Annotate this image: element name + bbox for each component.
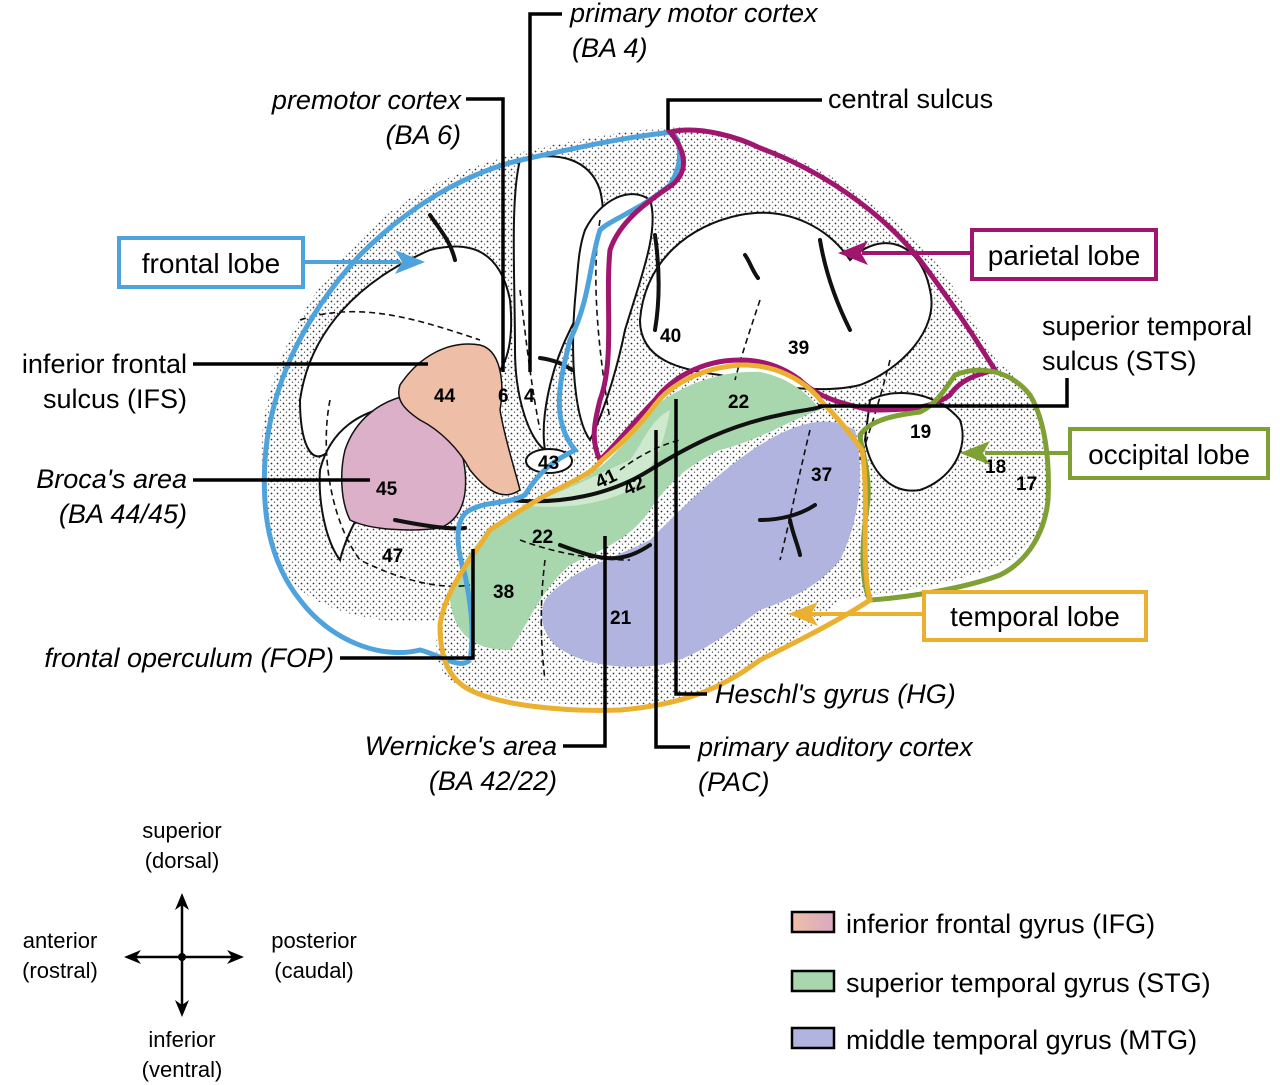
anterior-sub-label: (rostral) <box>22 958 98 983</box>
frontal-lobe-label: frontal lobe <box>142 248 281 279</box>
posterior-label: posterior <box>271 928 357 953</box>
frontal-arrow-icon <box>395 250 425 274</box>
region-stg-light <box>520 410 670 507</box>
wernicke-label: Wernicke's area <box>365 731 557 761</box>
arrow-up-icon <box>175 893 189 910</box>
central-sulcus-leader <box>666 98 822 130</box>
occipital-arrow-icon <box>960 441 990 465</box>
anterior-label: anterior <box>23 928 98 953</box>
central-sulcus-label: central sulcus <box>828 84 993 114</box>
legend-label-ifg: inferior frontal gyrus (IFG) <box>846 909 1155 939</box>
lobe-temporal-callout: temporal lobe <box>788 590 1148 642</box>
lobe-frontal-callout: frontal lobe <box>117 236 425 289</box>
ba-label: 38 <box>493 582 514 603</box>
leader-lines <box>193 12 1069 749</box>
sts-leader <box>818 378 1069 408</box>
premotor-leader <box>466 97 505 372</box>
legend-swatch-stg <box>790 969 836 993</box>
callouts: primary motor cortex (BA 4) premotor cor… <box>22 0 1252 797</box>
ba-label: 17 <box>1016 474 1037 495</box>
arrow-left-icon <box>124 950 141 964</box>
occipital-lobe-label: occipital lobe <box>1088 439 1250 470</box>
region-mtg <box>542 421 860 667</box>
premotor-label: premotor cortex <box>271 85 463 115</box>
parietal-lobe-box <box>970 228 1158 281</box>
superior-sub-label: (dorsal) <box>145 848 220 873</box>
ifs-label-2: sulcus (IFS) <box>43 384 187 414</box>
legend-swatch-mtg <box>790 1026 836 1050</box>
superior-label: superior <box>142 818 221 843</box>
fop-label: frontal operculum (FOP) <box>44 643 334 673</box>
precentral-gyrus <box>512 155 605 453</box>
legend: inferior frontal gyrus (IFG) superior te… <box>790 909 1211 1055</box>
ifs-label: inferior frontal <box>22 349 187 379</box>
primary-motor-ba: (BA 4) <box>572 33 648 63</box>
temporal-lobe-label: temporal lobe <box>950 601 1120 632</box>
broca-label: Broca's area <box>36 464 187 494</box>
heschl-label: Heschl's gyrus (HG) <box>715 679 956 709</box>
ba-label: 22 <box>532 527 553 548</box>
ba-label: 21 <box>610 608 632 629</box>
primary-motor-label: primary motor cortex <box>569 0 819 28</box>
pac-label-2: (PAC) <box>698 767 770 797</box>
parietal-lobe-outline <box>591 127 999 465</box>
fop-leader <box>340 549 475 660</box>
ba-label: 44 <box>434 386 456 407</box>
sts-label-2: sulcus (STS) <box>1042 346 1197 376</box>
occipital-lobe-outline <box>857 367 1051 603</box>
parietal-lobe-label: parietal lobe <box>988 240 1141 271</box>
legend-label-mtg: middle temporal gyrus (MTG) <box>846 1025 1197 1055</box>
legend-label-stg: superior temporal gyrus (STG) <box>846 968 1211 998</box>
lobe-parietal-callout: parietal lobe <box>838 228 1158 281</box>
parietal-arrow-icon <box>838 241 868 265</box>
ba-label: 18 <box>985 457 1006 478</box>
ba-label: 37 <box>811 465 832 486</box>
region-ba43 <box>525 448 573 474</box>
pac-leader <box>654 430 690 749</box>
ba-label: 45 <box>376 479 398 500</box>
ba-label: 6 <box>498 386 509 407</box>
frontal-lobe-box <box>117 236 305 289</box>
premotor-ba: (BA 6) <box>385 120 461 150</box>
temporal-arrow-icon <box>788 602 818 626</box>
heschl-leader <box>674 399 707 696</box>
arrow-down-icon <box>175 1000 189 1017</box>
ba-label: 39 <box>788 338 809 359</box>
ba-label: 19 <box>910 422 931 443</box>
inferior-label: inferior <box>148 1027 215 1052</box>
orientation-compass: superior (dorsal) anterior (rostral) pos… <box>22 818 357 1082</box>
wernicke-ba: (BA 42/22) <box>429 766 557 796</box>
ba-label: 40 <box>660 326 681 347</box>
primary-motor-leader <box>528 12 562 372</box>
broca-ba: (BA 44/45) <box>59 499 187 529</box>
ba-label: 22 <box>728 392 749 413</box>
ba-label: 43 <box>538 453 559 474</box>
wernicke-leader <box>563 536 607 748</box>
lobe-occipital-callout: occipital lobe <box>960 427 1270 480</box>
ba-label: 4 <box>524 386 535 407</box>
compass-center-dot <box>178 953 186 961</box>
legend-swatch-ifg <box>790 910 836 934</box>
sulci <box>393 213 852 561</box>
temporal-lobe-outline <box>437 362 873 713</box>
inferior-sub-label: (ventral) <box>142 1057 223 1082</box>
arrow-right-icon <box>227 950 244 964</box>
region-ba44 <box>398 343 521 496</box>
pac-label: primary auditory cortex <box>697 732 974 762</box>
sts-label: superior temporal <box>1042 311 1252 341</box>
posterior-sub-label: (caudal) <box>274 958 353 983</box>
ba-label: 47 <box>382 546 403 567</box>
